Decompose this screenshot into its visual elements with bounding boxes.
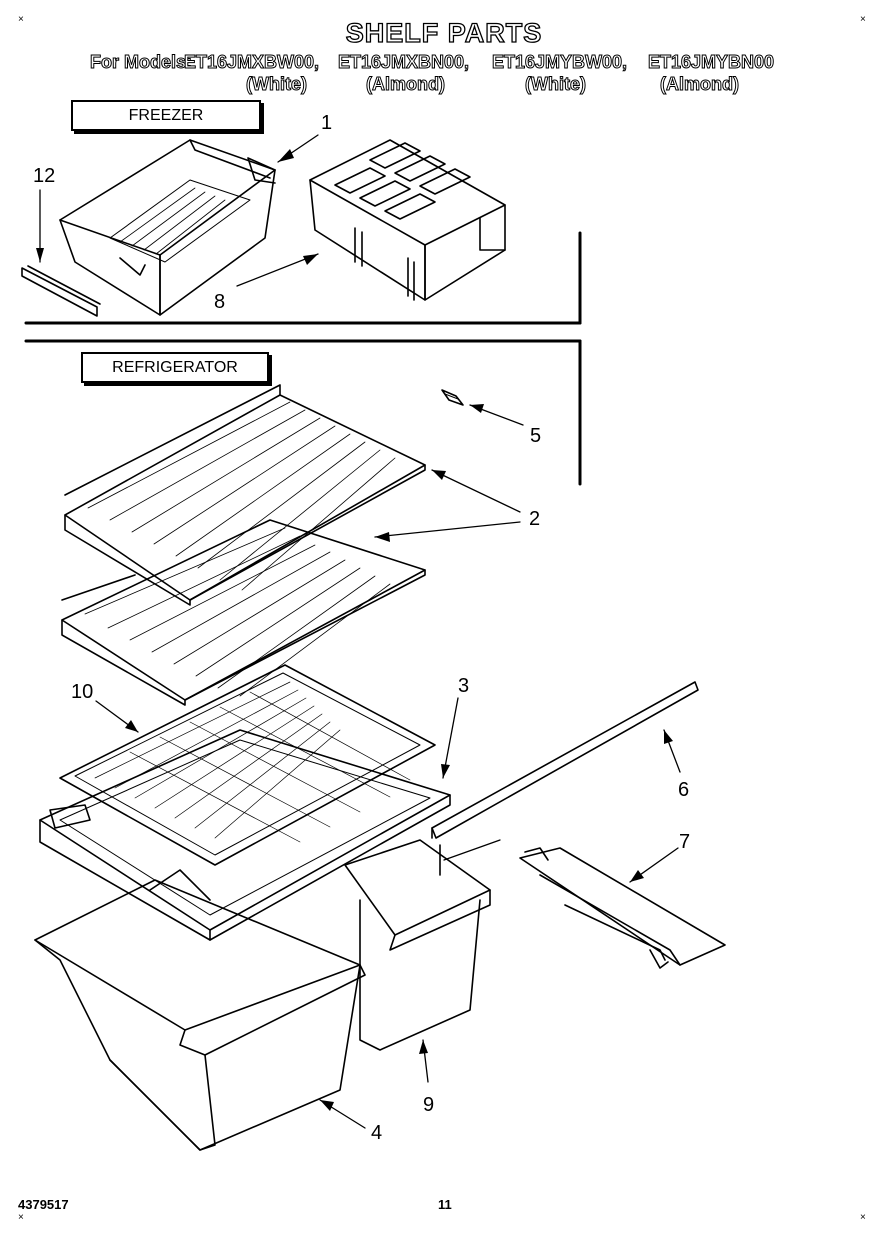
callout-7: 7 bbox=[679, 831, 691, 853]
callout-1: 1 bbox=[321, 112, 333, 134]
registration-mark-bottom-right: × bbox=[860, 1212, 866, 1223]
callout-4: 4 bbox=[371, 1122, 383, 1144]
model-2: ET16JMXBN00, bbox=[337, 52, 470, 73]
refrigerator-section-frame bbox=[24, 339, 582, 486]
model-1: ET16JMXBW00, bbox=[183, 52, 320, 73]
page-number: 11 bbox=[438, 1197, 452, 1212]
model-4-color: (Almond) bbox=[660, 74, 740, 95]
for-models-label: For Models: bbox=[90, 52, 193, 73]
trim-strip-part-6 bbox=[431, 681, 699, 839]
document-number: 4379517 bbox=[18, 1197, 69, 1212]
freezer-rail-part-12 bbox=[21, 265, 101, 317]
glass-shelf-part-10 bbox=[59, 664, 436, 866]
freezer-basket-part-1 bbox=[59, 139, 276, 316]
registration-mark-top-left: × bbox=[18, 14, 24, 25]
callout-3: 3 bbox=[458, 675, 470, 697]
lower-shelf-part-2 bbox=[61, 519, 426, 706]
model-3-color: (White) bbox=[525, 74, 587, 95]
callout-10: 10 bbox=[71, 681, 94, 703]
registration-mark-top-right: × bbox=[860, 14, 866, 25]
callout-9: 9 bbox=[423, 1094, 435, 1116]
freezer-shelf-part-8 bbox=[309, 139, 506, 301]
freezer-section-label: FREEZER bbox=[71, 100, 261, 131]
callout-5: 5 bbox=[530, 425, 542, 447]
model-4: ET16JMYBN00 bbox=[647, 52, 775, 73]
bracket-part-7 bbox=[519, 847, 726, 969]
freezer-section-frame bbox=[24, 231, 582, 325]
model-1-color: (White) bbox=[246, 74, 308, 95]
refrigerator-section-label: REFRIGERATOR bbox=[81, 352, 269, 383]
clip-part-5 bbox=[441, 389, 464, 406]
model-3: ET16JMYBW00, bbox=[491, 52, 628, 73]
callout-6: 6 bbox=[678, 779, 690, 801]
model-2-color: (Almond) bbox=[366, 74, 446, 95]
registration-mark-bottom-left: × bbox=[18, 1212, 24, 1223]
crisper-drawer-part-4 bbox=[34, 869, 366, 1151]
upper-shelf-part-2 bbox=[64, 384, 426, 606]
callout-12: 12 bbox=[33, 165, 56, 187]
arrowheads bbox=[36, 149, 673, 1111]
crisper-drawer-part-9 bbox=[344, 839, 491, 1051]
callout-2: 2 bbox=[529, 508, 541, 530]
callout-8: 8 bbox=[214, 291, 226, 313]
page-title: SHELF PARTS bbox=[345, 17, 543, 48]
